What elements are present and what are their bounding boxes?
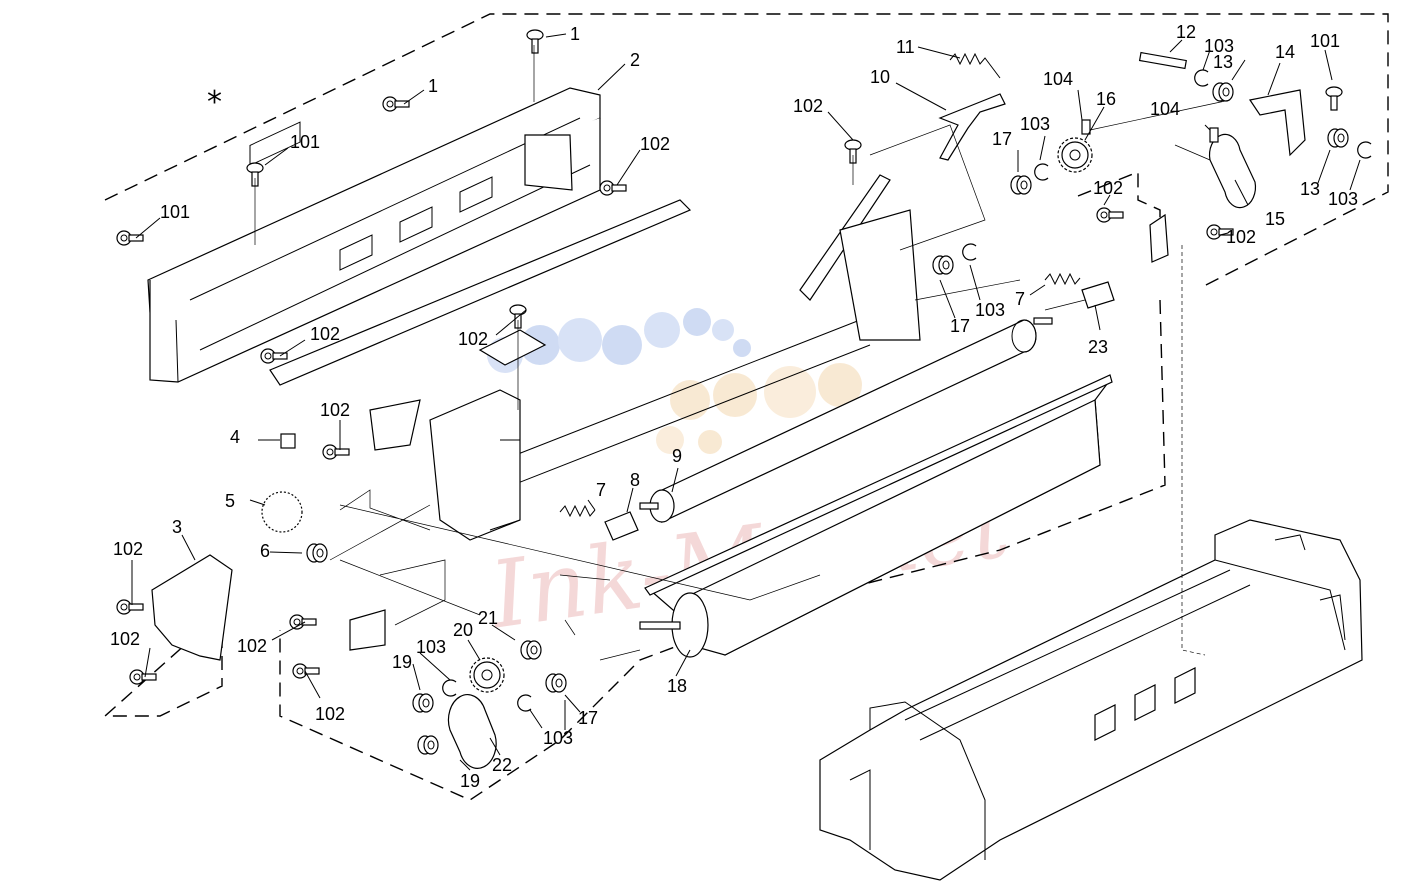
callout-4: 4 (230, 427, 240, 447)
leader-lines (131, 33, 1361, 771)
spring-parts (559, 52, 1115, 541)
callout-18: 18 (667, 676, 687, 696)
top-cover (147, 87, 601, 383)
main-unit-body (819, 519, 1363, 881)
callout-13b: 13 (1300, 179, 1320, 199)
callout-1a: 1 (570, 24, 580, 44)
callout-15: 15 (1265, 209, 1285, 229)
callout-17b: 17 (950, 316, 970, 336)
callout-13a: 13 (1213, 52, 1233, 72)
callout-101c: 101 (1310, 31, 1340, 51)
callout-102i: 102 (315, 704, 345, 724)
callout-103d: 103 (975, 300, 1005, 320)
rod-assembly (269, 174, 921, 541)
callout-7b: 7 (1015, 289, 1025, 309)
callout-3: 3 (172, 517, 182, 537)
belt-18 (639, 374, 1113, 658)
callout-6: 6 (260, 541, 270, 561)
callout-5: 5 (225, 491, 235, 511)
callout-102k: 102 (1226, 227, 1256, 247)
roller-9 (639, 317, 1053, 523)
callout-101a: 101 (290, 132, 320, 152)
callout-22: 22 (492, 755, 512, 775)
connector-lines (254, 45, 1231, 661)
callout-104b: 104 (1150, 99, 1180, 119)
callout-102c: 102 (458, 329, 488, 349)
callout-102e: 102 (320, 400, 350, 420)
right-shaft-assembly (932, 51, 1372, 275)
callout-102g: 102 (110, 629, 140, 649)
callout-102h: 102 (237, 636, 267, 656)
callout-102b: 102 (793, 96, 823, 116)
callout-11: 11 (896, 37, 915, 57)
callout-12: 12 (1176, 22, 1196, 42)
callout-10: 10 (870, 67, 890, 87)
callout-19b: 19 (460, 771, 480, 791)
callout-23: 23 (1088, 337, 1108, 357)
left-gear-group (151, 433, 328, 661)
callout-104a: 104 (1043, 69, 1073, 89)
callout-8: 8 (630, 470, 640, 490)
callout-103b: 103 (1204, 36, 1234, 56)
callout-102j: 102 (1093, 178, 1123, 198)
callout-102a: 102 (640, 134, 670, 154)
sub-assembly-boundary (1077, 170, 1161, 230)
callout-103e: 103 (416, 637, 446, 657)
callout-102f: 102 (113, 539, 143, 559)
callout-103a: 103 (1020, 114, 1050, 134)
callout-17a: 17 (992, 129, 1012, 149)
callout-1b: 1 (428, 76, 438, 96)
lower-gear-group (412, 640, 567, 769)
callout-14: 14 (1275, 42, 1295, 62)
small-bracket (349, 609, 386, 651)
callout-102d: 102 (310, 324, 340, 344)
watermark-logo (487, 308, 862, 454)
callout-17c: 17 (578, 708, 598, 728)
callout-103c: 103 (1328, 189, 1358, 209)
callout-19a: 19 (392, 652, 412, 672)
callout-9: 9 (672, 446, 682, 466)
callout-20: 20 (453, 620, 473, 640)
callout-16: 16 (1096, 89, 1116, 109)
callout-103f: 103 (543, 728, 573, 748)
callout-101b: 101 (160, 202, 190, 222)
callout-7a: 7 (596, 480, 606, 500)
callout-21: 21 (478, 608, 498, 628)
assembly-marker: * (207, 85, 222, 120)
callout-2: 2 (630, 50, 640, 70)
main-assembly-boundary (103, 13, 1389, 801)
